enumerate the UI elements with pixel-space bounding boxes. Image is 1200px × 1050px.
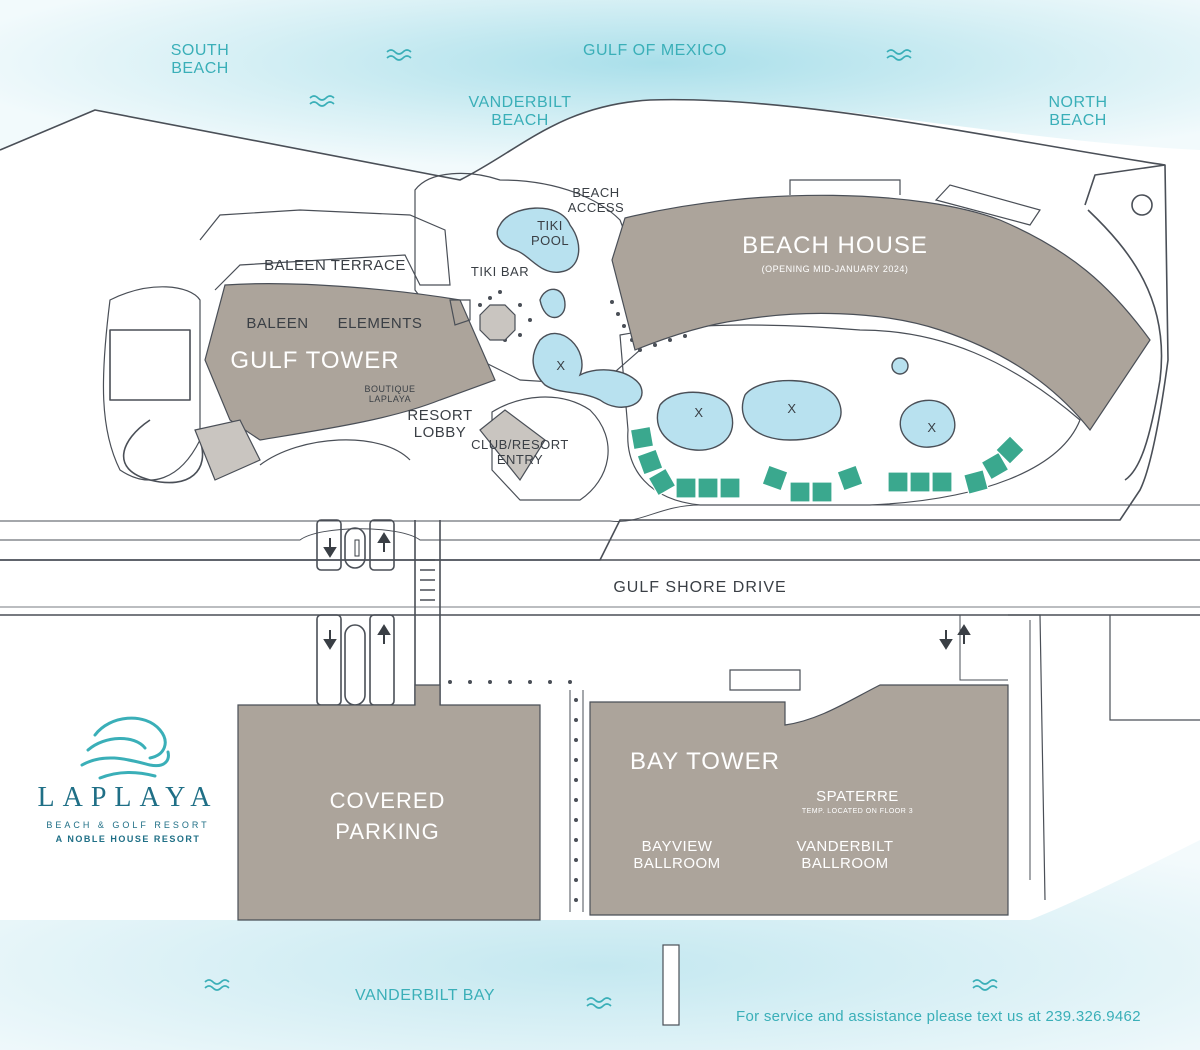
label-line: BALLROOM xyxy=(633,855,721,873)
bayview-ballroom-label[interactable]: BAYVIEW BALLROOM xyxy=(612,838,742,873)
south-beach-label: SOUTH BEACH xyxy=(160,42,240,79)
pool-marker: X xyxy=(556,358,566,373)
beach-access-label[interactable]: BEACH ACCESS xyxy=(560,185,632,216)
spaterre-label[interactable]: SPATERRE xyxy=(816,788,899,805)
label-line: LOBBY xyxy=(413,424,467,442)
label-line: BAYVIEW xyxy=(641,838,713,855)
bay-tower-label[interactable]: BAY TOWER xyxy=(630,748,780,775)
bay-tower-building xyxy=(589,684,1009,916)
gulf-tower-building xyxy=(204,283,496,441)
label-line: ACCESS xyxy=(567,199,625,215)
label-line: VANDERBILT xyxy=(796,838,894,855)
label-line: BOUTIQUE xyxy=(364,384,416,394)
laplaya-logo-icon xyxy=(80,716,170,780)
label-line: PARKING xyxy=(335,819,440,845)
spaterre-note: TEMP. LOCATED ON FLOOR 3 xyxy=(801,808,914,815)
beach-house-note: (OPENING MID-JANUARY 2024) xyxy=(761,264,909,274)
club-resort-entry-label[interactable]: CLUB/RESORT ENTRY xyxy=(465,437,575,468)
wave-icon xyxy=(204,49,998,1009)
boutique-label[interactable]: BOUTIQUE LAPLAYA xyxy=(350,384,430,405)
vanderbilt-bay-label: VANDERBILT BAY xyxy=(354,987,496,1004)
vanderbilt-ballroom-label[interactable]: VANDERBILT BALLROOM xyxy=(770,838,920,873)
tiki-bar-gazebo xyxy=(479,304,516,341)
bay-water xyxy=(0,840,1200,1050)
beach-house-label[interactable]: BEACH HOUSE xyxy=(742,232,928,259)
label-line: VANDERBILT xyxy=(468,94,572,111)
brand-tagline: BEACH & GOLF RESORT xyxy=(46,820,210,830)
property-outline xyxy=(0,98,1169,561)
label-line: LAPLAYA xyxy=(368,394,412,405)
elements-label[interactable]: ELEMENTS xyxy=(337,315,423,332)
label-line: BEACH xyxy=(1049,112,1107,130)
label-line: ENTRY xyxy=(496,451,544,467)
covered-parking-label[interactable]: COVERED PARKING xyxy=(280,788,495,845)
tiki-pool-label[interactable]: TIKI POOL xyxy=(515,218,585,249)
brand-name: LAPLAYA xyxy=(37,782,219,813)
pool-marker: X xyxy=(927,420,937,435)
laplaya-logo: LAPLAYA BEACH & GOLF RESORT A NOBLE HOUS… xyxy=(28,706,228,846)
label-line: TIKI xyxy=(537,218,563,233)
pool-marker: X xyxy=(694,405,704,420)
label-line: POOL xyxy=(530,232,570,248)
label-line: CLUB/RESORT xyxy=(471,437,569,452)
pool-marker: X xyxy=(787,401,797,416)
service-contact-text: For service and assistance please text u… xyxy=(736,1008,1141,1025)
beach-house-building xyxy=(611,194,1151,432)
pool-1 xyxy=(532,332,643,408)
label-line: SOUTH xyxy=(170,42,230,59)
pool-4 xyxy=(899,399,956,448)
north-beach-label: NORTH BEACH xyxy=(1038,94,1118,131)
covered-parking-building xyxy=(237,684,541,921)
vanderbilt-beach-label: VANDERBILT BEACH xyxy=(460,94,580,131)
label-line: BALLROOM xyxy=(801,855,889,873)
brand-subtitle: A NOBLE HOUSE RESORT xyxy=(55,834,201,844)
label-line: BEACH xyxy=(572,185,620,200)
gulf-tower-label[interactable]: GULF TOWER xyxy=(230,347,400,374)
label-line: BEACH xyxy=(491,112,549,130)
gulf-of-mexico-label: GULF OF MEXICO xyxy=(583,42,727,59)
gulf-water xyxy=(0,0,1200,180)
tiki-bar-label[interactable]: TIKI BAR xyxy=(470,264,530,279)
pool-2 xyxy=(656,391,734,451)
baleen-label[interactable]: BALEEN xyxy=(246,315,309,332)
gulf-shore-drive-label: GULF SHORE DRIVE xyxy=(613,579,787,596)
baleen-terrace-label[interactable]: BALEEN TERRACE xyxy=(264,257,406,274)
label-line: COVERED xyxy=(329,788,446,813)
pool-3 xyxy=(741,379,842,441)
label-line: BEACH xyxy=(171,60,229,78)
label-line: NORTH xyxy=(1048,94,1108,111)
label-line: RESORT xyxy=(407,407,473,424)
resort-lobby-label[interactable]: RESORT LOBBY xyxy=(400,407,480,442)
tiki-pool xyxy=(496,207,580,273)
